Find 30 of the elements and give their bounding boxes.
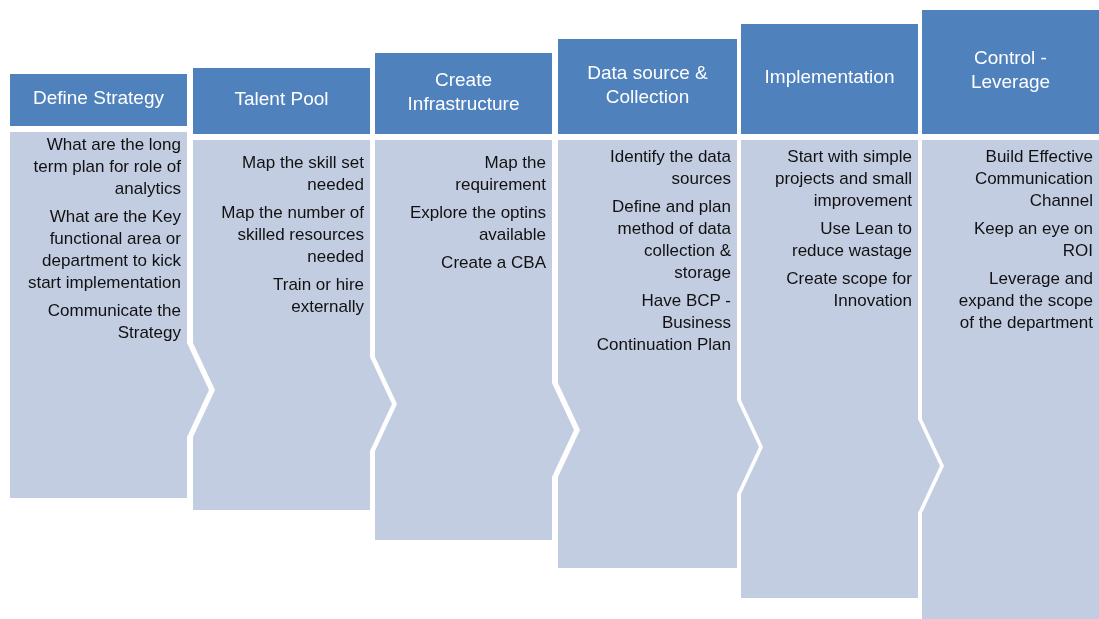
- bullet-text: Map the number of skilled resources needed: [220, 202, 364, 268]
- bullet-text: What are the long term plan for role of analytics: [32, 134, 181, 200]
- bullet-text: Train or hire externally: [272, 274, 364, 318]
- stage-title: Implementation: [764, 65, 895, 89]
- bullet-text: Map the skill set needed: [241, 152, 364, 196]
- stage-header: [741, 24, 918, 134]
- stage-title: Define Strategy: [33, 86, 164, 110]
- bullet-text: Communicate the Strategy: [46, 300, 181, 344]
- bullet-text: Use Lean to reduce wastage: [790, 218, 912, 262]
- stage-header: [558, 39, 737, 134]
- bullet-text: Create scope for Innovation: [785, 268, 912, 312]
- bullet-text: Start with simple projects and small improvement: [774, 146, 912, 212]
- bullet-text: Map the requirement: [454, 152, 546, 196]
- stage-title: Control - Leverage: [969, 46, 1052, 94]
- bullet-text: Keep an eye on ROI: [972, 218, 1093, 262]
- bullet-text: Identify the data sources: [609, 146, 731, 190]
- bullet-text: Define and plan method of data collection & storage: [610, 196, 731, 284]
- bullet-text: Build Effective Communication Channel: [973, 146, 1093, 212]
- stage-header: [922, 10, 1099, 134]
- bullet-text: What are the Key functional area or department to kick start implementation: [26, 206, 181, 294]
- stage-header: [10, 74, 187, 126]
- stage-title: Talent Pool: [234, 87, 329, 111]
- stage-title: Create Infrastructure: [406, 67, 521, 116]
- stage-title: Data source & Collection: [586, 60, 709, 109]
- bullet-text: Leverage and expand the scope of the department: [957, 268, 1093, 334]
- stage-header: [375, 53, 552, 134]
- bullet-text: Explore the optins available: [408, 202, 546, 246]
- stage-header: [193, 68, 370, 134]
- bullet-text: Have BCP - Business Continuation Plan: [595, 290, 731, 356]
- bullet-text: Create a CBA: [440, 252, 546, 274]
